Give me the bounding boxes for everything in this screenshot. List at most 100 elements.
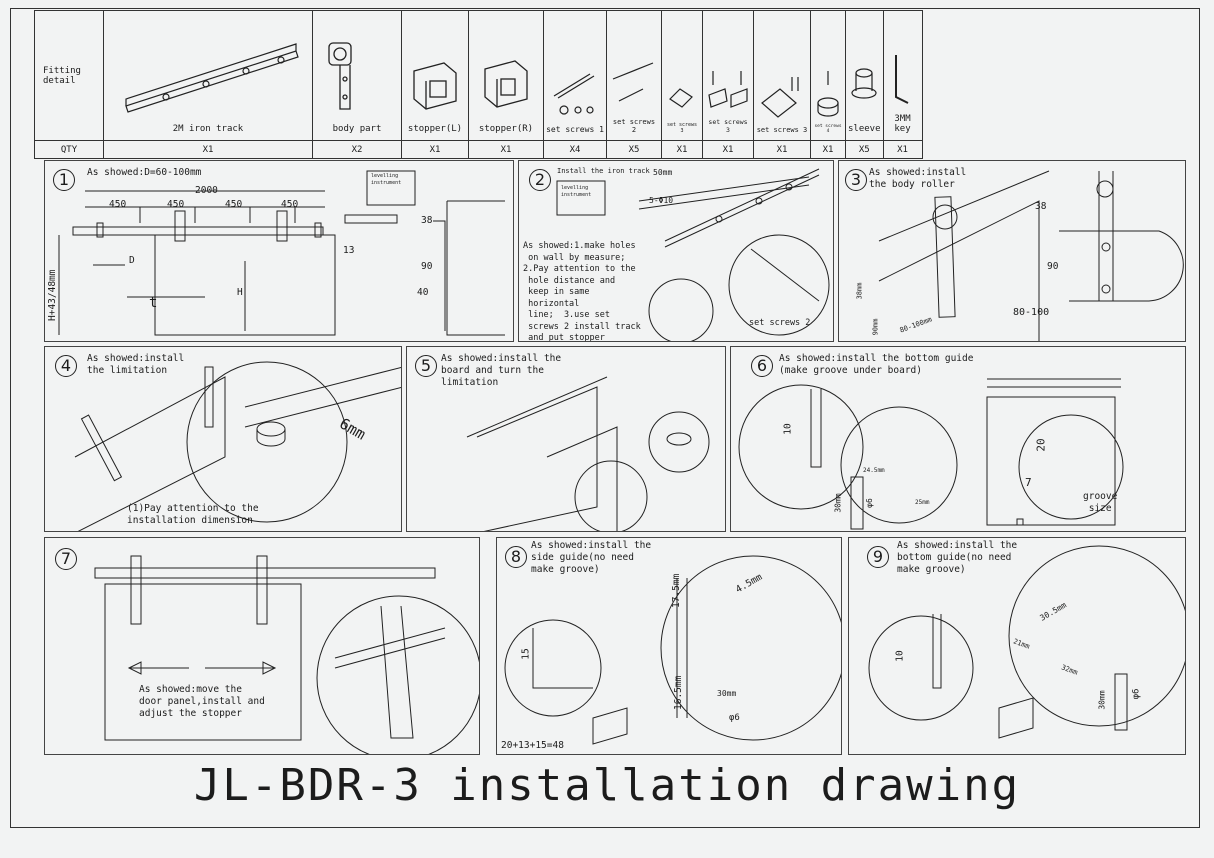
qty-cell: X5 bbox=[845, 140, 884, 159]
dim-40: 40 bbox=[417, 287, 429, 298]
dim-165: 16.5mm bbox=[673, 675, 684, 710]
fitting-table: Fitting detail 2M iron track body part s… bbox=[34, 10, 923, 159]
dim-width: 50mm bbox=[653, 168, 673, 177]
dim-b: 90mm bbox=[871, 318, 880, 336]
dim-90: 90 bbox=[421, 261, 433, 272]
dim-gap: 450 bbox=[167, 199, 185, 210]
dim-a: 38mm bbox=[855, 282, 864, 300]
part-label: sleeve bbox=[848, 124, 881, 134]
dim-10: 10 bbox=[782, 423, 794, 435]
stopper-adjust-diagram bbox=[94, 555, 479, 754]
part-label: set screws 4 bbox=[814, 124, 842, 134]
part-label: stopper(R) bbox=[478, 124, 534, 134]
dim-gap: 450 bbox=[281, 199, 299, 210]
step-2-panel: 2 Install the iron track As showed:1.mak… bbox=[518, 160, 834, 342]
part-cell: stopper(R) bbox=[468, 10, 544, 141]
set-screws-icon bbox=[761, 77, 799, 118]
dim-10: 10 bbox=[894, 650, 906, 662]
set-screws-icon bbox=[817, 71, 839, 117]
dim-20: 20 bbox=[1034, 438, 1048, 452]
step-number: 8 bbox=[505, 546, 527, 568]
step-number: 3 bbox=[845, 169, 867, 191]
step-text: As showed:install the side guide(no need… bbox=[531, 540, 652, 575]
step-text: As showed:install the bottom guide (make… bbox=[779, 353, 974, 376]
hex-key-icon bbox=[894, 55, 908, 104]
part-cell: 2M iron track bbox=[103, 10, 313, 141]
qty-cell: X1 bbox=[810, 140, 846, 159]
step-text: As showed:install the body roller bbox=[869, 167, 967, 190]
part-label: 3MM key bbox=[894, 114, 911, 134]
qty-cell: X5 bbox=[606, 140, 662, 159]
dim-175: 17.5mm bbox=[671, 573, 682, 608]
part-label: set screws 3 bbox=[756, 126, 808, 134]
step-text: As showed:install the board and turn the… bbox=[441, 353, 562, 388]
screw-label: set screws 2 bbox=[749, 318, 811, 328]
step-7-panel: 7 As showed:move the door panel,install … bbox=[44, 537, 480, 755]
step-number: 1 bbox=[53, 169, 75, 191]
groove-label: groove size bbox=[1083, 491, 1118, 514]
part-cell: set screws 3 bbox=[661, 10, 703, 141]
side-guide-diagram bbox=[504, 555, 841, 745]
part-cell: 3MM key bbox=[882, 10, 923, 141]
dim-24: 24.5mm bbox=[863, 467, 885, 474]
step-note: (1)Pay attention to the installation dim… bbox=[127, 503, 259, 526]
part-label: set screws 3 bbox=[666, 122, 698, 134]
fitting-header: Fitting detail bbox=[34, 10, 104, 141]
dim-7: 7 bbox=[1025, 476, 1032, 489]
step-heading: Install the iron track bbox=[557, 167, 650, 175]
qty-cell: X1 bbox=[882, 140, 923, 159]
track-layout-diagram bbox=[58, 170, 505, 336]
bottom-guide-diagram bbox=[738, 378, 1124, 530]
qty-cell: X2 bbox=[312, 140, 402, 159]
board-install-diagram bbox=[466, 376, 710, 531]
step-number: 4 bbox=[55, 355, 77, 377]
part-cell: set screws 1 bbox=[543, 10, 607, 141]
step-notes: As showed:1.make holes on wall by measur… bbox=[523, 241, 641, 342]
qty-cell: X1 bbox=[401, 140, 469, 159]
step-number: 7 bbox=[55, 548, 77, 570]
part-label: body part bbox=[332, 124, 382, 134]
dim-38: 38 bbox=[1035, 201, 1047, 212]
part-cell: set screws 2 bbox=[606, 10, 662, 141]
dim-gap: 450 bbox=[225, 199, 243, 210]
qty-cell: X1 bbox=[753, 140, 811, 159]
dim-38: 38 bbox=[421, 215, 433, 226]
part-label: set screws 3 bbox=[708, 118, 748, 134]
bottom-guide-no-groove-diagram bbox=[868, 545, 1185, 739]
step-text: As showed:install the bottom guide(no ne… bbox=[897, 540, 1018, 575]
part-cell: stopper(L) bbox=[401, 10, 469, 141]
set-screws-icon bbox=[708, 71, 748, 108]
dim-sum: 20+13+15=48 bbox=[501, 740, 564, 751]
dim-25: 25mm bbox=[915, 499, 930, 506]
step-5-panel: 5 As showed:install the board and turn t… bbox=[406, 346, 726, 532]
dim-range: 80-100 bbox=[1013, 307, 1050, 318]
part-cell: body part bbox=[312, 10, 402, 141]
step-number: 5 bbox=[415, 355, 437, 377]
part-cell: set screws 3 bbox=[702, 10, 754, 141]
step-text: As showed:install the limitation bbox=[87, 353, 185, 376]
dim-phi: φ6 bbox=[729, 713, 740, 723]
part-cell: sleeve bbox=[845, 10, 884, 141]
dim-diameter: 5-Φ10 bbox=[649, 196, 674, 205]
qty-cell: X1 bbox=[702, 140, 754, 159]
drawing-frame bbox=[10, 8, 1200, 828]
step-1-panel: 1 As showed:D=60-100mm 2000 450 450 450 … bbox=[44, 160, 514, 342]
level-text: levelling instrument bbox=[561, 185, 592, 198]
step-8-panel: 8 As showed:install the side guide(no ne… bbox=[496, 537, 842, 755]
step-9-panel: 9 As showed:install the bottom guide(no … bbox=[848, 537, 1186, 755]
step-number: 2 bbox=[529, 169, 551, 191]
sleeve-icon bbox=[851, 68, 877, 99]
track-install-diagram bbox=[556, 168, 830, 341]
qty-cell: X1 bbox=[103, 140, 313, 159]
set-screws-icon bbox=[669, 88, 693, 108]
part-label: 2M iron track bbox=[172, 124, 244, 134]
qty-cell: X1 bbox=[468, 140, 544, 159]
dim-gap: 450 bbox=[109, 199, 127, 210]
step-6-panel: 6 As showed:install the bottom guide (ma… bbox=[730, 346, 1186, 532]
iron-track-icon bbox=[125, 43, 299, 113]
dim-left: H+43/48mm bbox=[47, 269, 58, 321]
fitting-header-label: Fitting detail bbox=[43, 65, 81, 86]
limitation-diagram bbox=[74, 361, 401, 531]
dim-phi: φ6 bbox=[864, 498, 874, 508]
dim-total: 2000 bbox=[195, 185, 218, 196]
